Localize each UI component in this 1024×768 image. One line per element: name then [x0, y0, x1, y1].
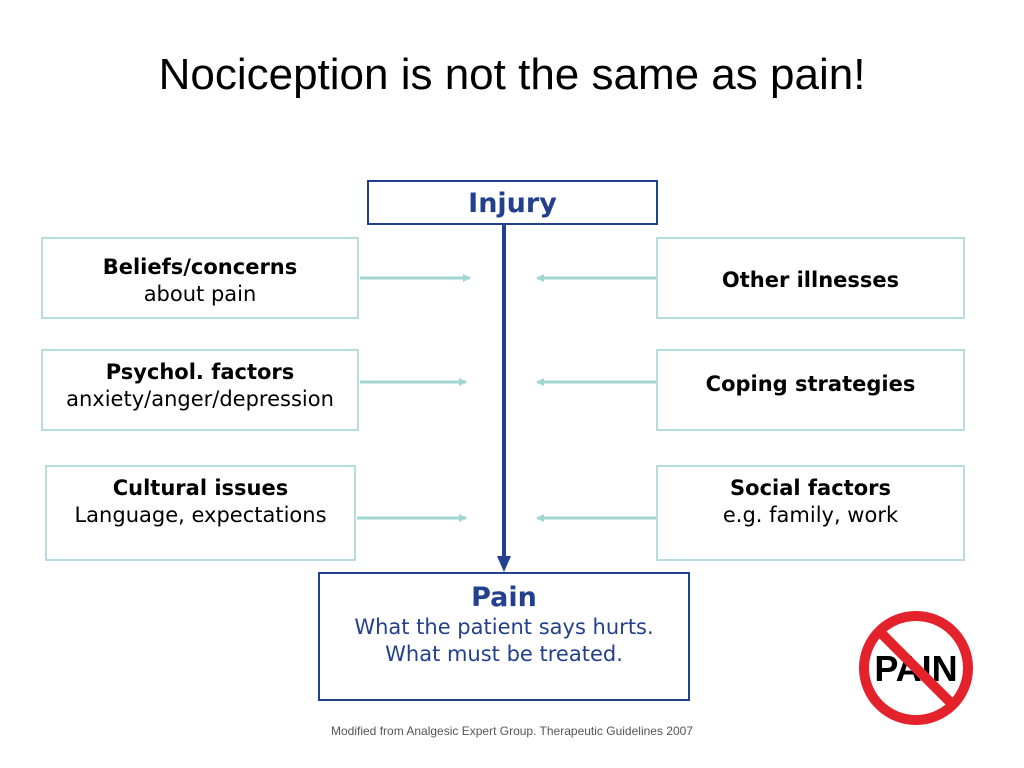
injury-box: Injury: [367, 180, 658, 225]
factor-box-cultural: Cultural issues Language, expectations: [45, 465, 356, 561]
source-footnote: Modified from Analgesic Expert Group. Th…: [331, 724, 693, 738]
factor-heading: Other illnesses: [721, 268, 900, 292]
factor-box-coping: Coping strategies: [656, 349, 965, 431]
factor-box-beliefs: Beliefs/concerns about pain: [41, 237, 359, 319]
injury-label: Injury: [468, 188, 557, 219]
factor-heading: Psychol. factors: [105, 360, 295, 384]
slide-title: Nociception is not the same as pain!: [158, 50, 866, 99]
no-pain-sign-icon: PAIN: [859, 611, 973, 725]
factor-box-other-illnesses: Other illnesses: [656, 237, 965, 319]
factor-box-psychol: Psychol. factors anxiety/anger/depressio…: [41, 349, 359, 431]
factor-detail: Language, expectations: [74, 503, 327, 527]
pain-line-2: What must be treated.: [385, 642, 623, 666]
factor-detail: e.g. family, work: [722, 503, 899, 527]
factor-detail: anxiety/anger/depression: [66, 387, 334, 411]
pain-heading: Pain: [471, 582, 537, 613]
pain-box: Pain What the patient says hurts. What m…: [318, 572, 690, 701]
factor-heading: Beliefs/concerns: [102, 255, 298, 279]
factor-heading: Coping strategies: [705, 372, 916, 396]
main-arrow-head: [497, 556, 511, 572]
factor-heading: Social factors: [730, 476, 891, 500]
factor-detail: about pain: [143, 282, 257, 306]
factor-box-social: Social factors e.g. family, work: [656, 465, 965, 561]
pain-line-1: What the patient says hurts.: [354, 615, 654, 639]
factor-heading: Cultural issues: [112, 476, 289, 500]
